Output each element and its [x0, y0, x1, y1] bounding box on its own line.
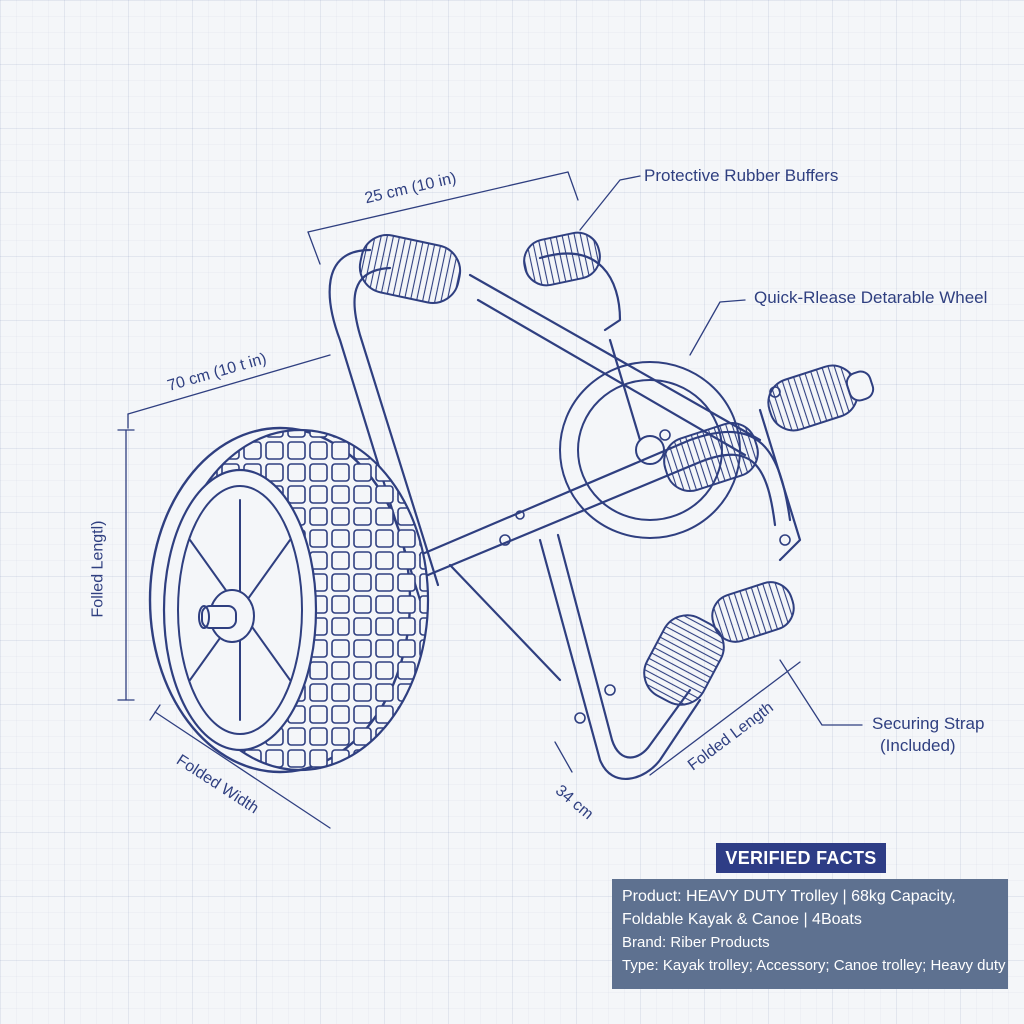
fact-product-line1: Product: HEAVY DUTY Trolley | 68kg Capac… — [622, 888, 956, 905]
fact-brand: Brand: Riber Products — [622, 934, 770, 951]
back-wheel — [559, 361, 741, 539]
fact-product-line2: Foldable Kayak & Canoe | 4Boats — [622, 911, 862, 928]
fact-type: Type: Kayak trolley; Accessory; Canoe tr… — [622, 957, 1006, 974]
securing-strap-callout-line2: (Included) — [880, 736, 956, 755]
dimension-lines — [117, 171, 801, 829]
rubber-buffers — [358, 231, 875, 706]
front-wheel — [148, 426, 430, 774]
verified-facts-panel: Product: HEAVY DUTY Trolley | 68kg Capac… — [612, 879, 1008, 989]
folded-length-left-dimension: Folled Lengtl) — [89, 520, 107, 618]
protective-buffers-callout: Protective Rubber Buffers — [644, 166, 839, 185]
securing-strap-callout-line1: Securing Strap — [872, 714, 985, 733]
verified-facts-heading: VERIFIED FACTS — [716, 843, 886, 873]
callout-leaders — [579, 175, 863, 726]
quick-release-wheel-callout: Quick-Rlease Detarable Wheel — [754, 288, 988, 307]
